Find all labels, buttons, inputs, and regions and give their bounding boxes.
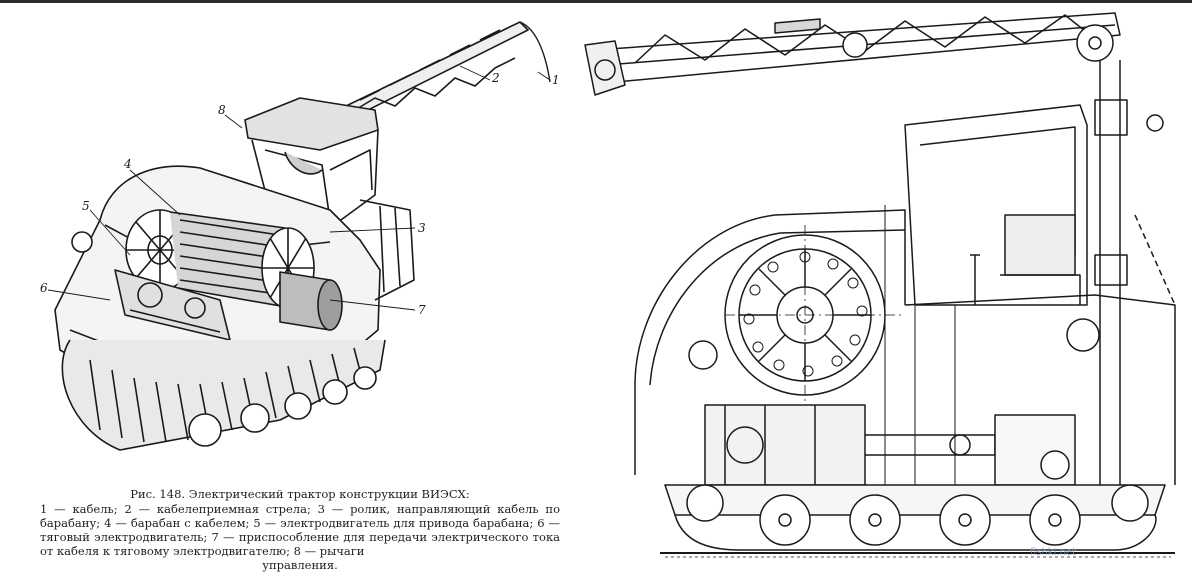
tractor-perspective-drawing: 1 2 3 4 5 6 7 8	[30, 10, 560, 490]
track-side	[664, 484, 1166, 551]
railing	[359, 199, 415, 301]
rear-pulley	[1066, 318, 1100, 352]
cable-drum-side	[724, 225, 905, 405]
cable-boom	[347, 21, 551, 116]
figure-legend-end: управления.	[262, 558, 338, 572]
cable-drum	[125, 209, 315, 309]
control-lever	[970, 254, 980, 305]
callout-7: 7	[418, 303, 426, 317]
guide-pulley	[688, 340, 718, 370]
operator-cabin	[904, 104, 1088, 306]
headlight	[71, 231, 93, 253]
boom-mast	[1094, 60, 1164, 505]
traction-motor-side	[704, 404, 1076, 486]
track-assembly	[61, 339, 386, 451]
callout-4: 4	[123, 157, 132, 171]
callout-3: 3	[418, 221, 426, 235]
tractor-perspective-svg: 1 2 3 4 5 6 7 8	[40, 21, 560, 451]
callout-2: 2	[491, 71, 500, 85]
figure-legend: 1 — кабель; 2 — кабелеприемная стрела; 3…	[40, 502, 560, 558]
watermark: fishki.net	[1030, 547, 1077, 558]
callout-6: 6	[40, 281, 48, 295]
figure-title: Рис. 148. Электрический трактор конструк…	[130, 487, 470, 501]
top-border	[0, 0, 1192, 3]
tractor-side-elevation-drawing	[575, 5, 1192, 583]
figure-caption: Рис. 148. Электрический трактор конструк…	[40, 487, 560, 572]
callout-8: 8	[218, 103, 226, 117]
callout-5: 5	[82, 199, 90, 213]
hood-outline	[634, 209, 1176, 485]
tractor-side-elevation-svg	[584, 12, 1176, 558]
traction-motor	[279, 271, 343, 331]
callout-1: 1	[552, 73, 560, 87]
boom-truss	[584, 12, 1121, 96]
cabin	[244, 97, 379, 229]
